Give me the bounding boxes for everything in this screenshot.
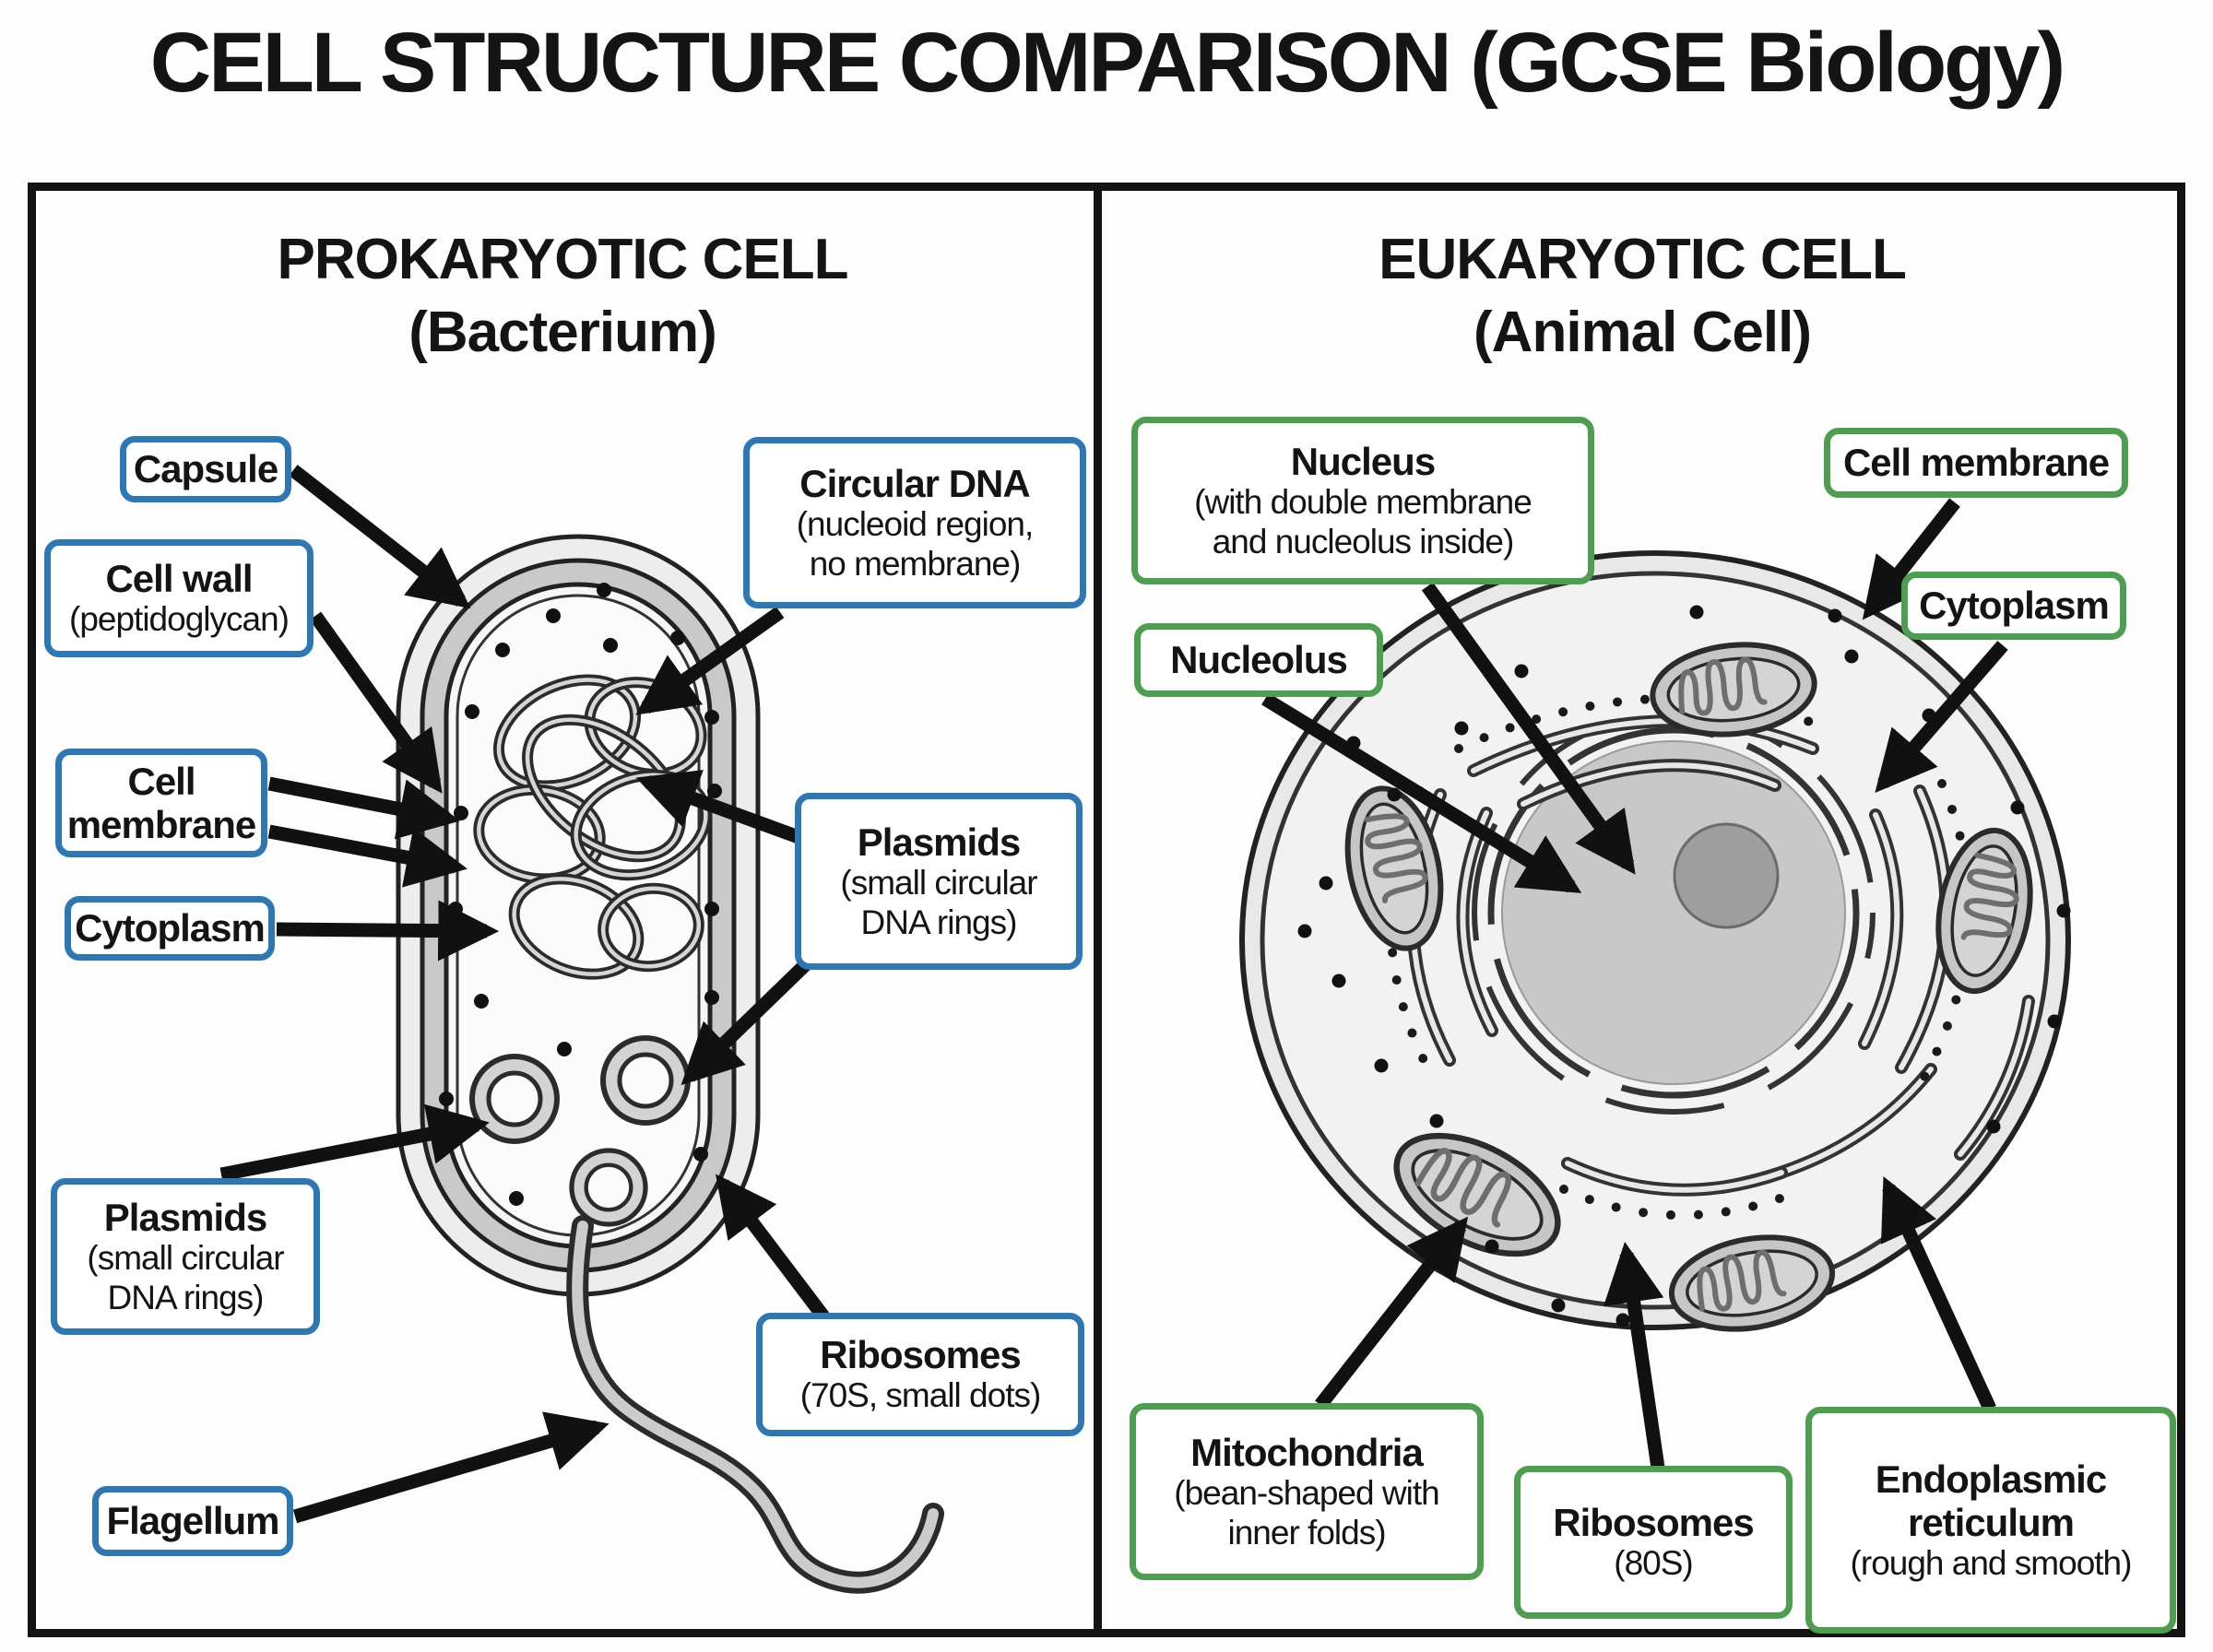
- label-nucleus-text: Nucleus: [1290, 440, 1436, 484]
- label-plasmids-left: Plasmids (small circular DNA rings): [51, 1178, 320, 1335]
- diagram-frame: [28, 183, 2185, 1637]
- label-nucleolus-text: Nucleolus: [1170, 638, 1348, 682]
- arrow-ribosomes-euk: [1604, 1241, 1665, 1469]
- flagellum-tail: [566, 1215, 944, 1594]
- label-ribosomes-pro-text: Ribosomes: [820, 1333, 1021, 1377]
- annotation-arrows: [219, 465, 2008, 1524]
- label-circular-dna-sub2: no membrane): [809, 544, 1022, 583]
- nucleolus-body: [1673, 822, 1780, 929]
- eukaryote-heading: EUKARYOTIC CELL (Animal Cell): [1102, 223, 2183, 370]
- label-cell-wall: Cell wall (peptidoglycan): [44, 539, 314, 657]
- label-cell-membrane-pro-line1: Cell: [127, 759, 195, 803]
- arrow-cell-membrane-a: [267, 776, 460, 840]
- arrow-cell-membrane-b: [267, 824, 467, 888]
- plasmid-ring: [472, 1056, 557, 1141]
- arrow-flagellum: [292, 1411, 609, 1524]
- label-er-sub: (rough and smooth): [1850, 1543, 2133, 1582]
- nuclear-envelope-inner: [1487, 726, 1860, 1099]
- label-cytoplasm-euk-text: Cytoplasm: [1919, 584, 2110, 628]
- arrow-mitochondria: [1315, 1216, 1469, 1410]
- label-ribosomes-euk: Ribosomes (80S): [1514, 1466, 1793, 1619]
- arrow-cytoplasm-pro: [276, 900, 500, 962]
- label-plasmids-right: Plasmids (small circular DNA rings): [795, 793, 1083, 970]
- label-endoplasmic-reticulum: Endoplasmic reticulum (rough and smooth): [1805, 1407, 2176, 1634]
- label-nucleus-sub1: (with double membrane: [1194, 483, 1533, 522]
- label-plasmids-right-sub2: DNA rings): [860, 903, 1018, 941]
- label-cell-membrane-pro-line2: membrane: [66, 803, 256, 846]
- label-mitochondria: Mitochondria (bean-shaped with inner fol…: [1130, 1403, 1484, 1580]
- label-mitochondria-sub2: inner folds): [1227, 1513, 1386, 1552]
- label-er-line1: Endoplasmic: [1875, 1457, 2107, 1501]
- label-circular-dna: Circular DNA (nucleoid region, no membra…: [743, 437, 1086, 608]
- label-plasmids-left-sub2: DNA rings): [107, 1278, 265, 1316]
- arrow-ribosomes-pro: [716, 1174, 829, 1321]
- label-plasmids-right-text: Plasmids: [857, 820, 1021, 865]
- label-flagellum-text: Flagellum: [106, 1499, 279, 1543]
- label-cell-membrane-euk: Cell membrane: [1824, 428, 2128, 498]
- label-ribosomes-euk-sub: (80S): [1614, 1544, 1693, 1583]
- label-cell-wall-text: Cell wall: [105, 557, 253, 601]
- label-circular-dna-sub1: (nucleoid region,: [796, 505, 1035, 544]
- plasmid-ring: [572, 1150, 645, 1224]
- prokaryote-heading: PROKARYOTIC CELL (Bacterium): [31, 223, 1094, 370]
- label-cytoplasm-euk: Cytoplasm: [1901, 572, 2126, 640]
- label-cell-membrane-euk-text: Cell membrane: [1842, 441, 2110, 485]
- label-nucleus-sub2: and nucleolus inside): [1212, 522, 1515, 560]
- label-cell-wall-sub: (peptidoglycan): [69, 600, 290, 639]
- arrow-cytoplasm-euk: [1875, 641, 2008, 793]
- prokaryote-heading-line1: PROKARYOTIC CELL: [277, 228, 849, 291]
- eukaryote-heading-line1: EUKARYOTIC CELL: [1379, 228, 1907, 291]
- panel-divider: [1094, 183, 1102, 1637]
- label-capsule-text: Capsule: [133, 447, 278, 491]
- arrow-nucleolus: [1261, 692, 1582, 893]
- animal-cell-drawing: [1239, 550, 2071, 1341]
- label-plasmids-left-sub1: (small circular: [87, 1239, 284, 1278]
- label-nucleolus: Nucleolus: [1134, 623, 1383, 697]
- eukaryote-heading-line2: (Animal Cell): [1473, 301, 1812, 365]
- label-er-line2: reticulum: [1907, 1500, 2075, 1544]
- arrow-cell-membrane-euk: [1862, 498, 1960, 620]
- label-mitochondria-text: Mitochondria: [1190, 1431, 1424, 1475]
- arrow-capsule: [289, 465, 471, 609]
- label-ribosomes-pro-sub: (70S, small dots): [799, 1376, 1042, 1415]
- label-circular-dna-text: Circular DNA: [799, 462, 1030, 506]
- label-ribosomes-pro: Ribosomes (70S, small dots): [756, 1313, 1084, 1436]
- arrow-endoplasmic-reticulum: [1881, 1176, 1996, 1412]
- arrow-plasmids-left: [219, 1103, 490, 1182]
- arrow-cell-wall: [309, 611, 443, 794]
- label-cytoplasm-pro: Cytoplasm: [65, 896, 275, 961]
- plasmid-ring: [603, 1038, 688, 1123]
- label-plasmids-right-sub1: (small circular: [840, 864, 1037, 903]
- label-capsule: Capsule: [120, 436, 291, 502]
- ribosome-dots-80s: [1297, 605, 2071, 1328]
- arrow-plasmids-right-a: [635, 770, 801, 844]
- label-flagellum: Flagellum: [92, 1486, 293, 1556]
- arrow-nucleus: [1421, 582, 1636, 875]
- page-title: CELL STRUCTURE COMPARISON (GCSE Biology): [149, 16, 2065, 110]
- label-nucleus: Nucleus (with double membrane and nucleo…: [1131, 417, 1594, 584]
- arrow-circular-dna: [635, 606, 785, 715]
- label-mitochondria-sub1: (bean-shaped with: [1174, 1474, 1439, 1513]
- label-cytoplasm-pro-text: Cytoplasm: [75, 906, 266, 950]
- prokaryote-heading-line2: (Bacterium): [408, 301, 717, 365]
- label-ribosomes-euk-text: Ribosomes: [1553, 1501, 1754, 1545]
- arrow-plasmids-right-b: [680, 957, 813, 1086]
- label-cell-membrane-pro: Cell membrane: [55, 749, 267, 857]
- label-plasmids-left-text: Plasmids: [103, 1196, 267, 1240]
